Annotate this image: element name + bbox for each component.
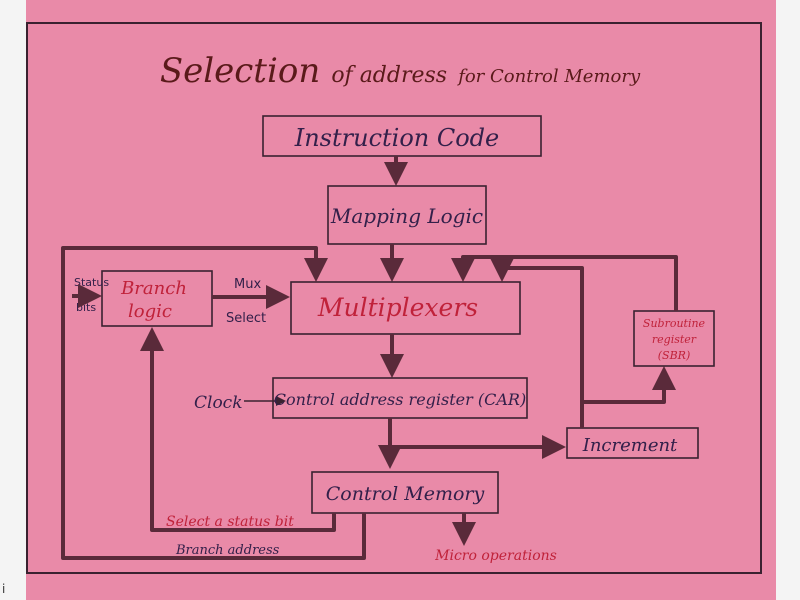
multiplexers-box — [290, 281, 521, 335]
car-label: Control address register (CAR) — [274, 390, 526, 409]
arrow-branch-address-to-multiplexers — [61, 246, 366, 560]
instruction-code-box — [262, 115, 542, 157]
select-label: Select — [226, 311, 266, 326]
sbr-label-line1: Subroutine — [643, 317, 706, 330]
micro-operations-label: Micro operations — [434, 548, 557, 564]
arrow-sbr-to-multiplexers — [451, 255, 678, 311]
clock-label: Clock — [194, 393, 243, 413]
select-status-bit-label: Select a status bit — [166, 514, 294, 530]
arrow-increment-to-multiplexers — [490, 258, 584, 428]
branch-logic-label-line2: logic — [128, 301, 172, 322]
mapping-logic-box — [327, 185, 487, 245]
increment-label: Increment — [582, 435, 678, 456]
control-memory-box — [311, 471, 499, 514]
branch-address-label: Branch address — [175, 543, 280, 558]
branch-logic-label-line1: Branch — [120, 278, 187, 299]
increment-box — [566, 427, 699, 459]
title-part-selection: Selection — [160, 51, 320, 91]
poster-border — [26, 22, 762, 574]
control-memory-label: Control Memory — [326, 483, 485, 505]
sbr-label-line2: register — [652, 333, 697, 346]
diagram-title: Selection of address for Control Memory — [160, 51, 641, 91]
title-part-control-memory: for Control Memory — [456, 66, 641, 87]
status-bits-label-line2: bits — [76, 301, 96, 314]
mapping-logic-label: Mapping Logic — [330, 204, 483, 228]
mux-label: Mux — [234, 277, 261, 292]
instruction-code-label: Instruction Code — [294, 124, 500, 152]
sbr-label-line3: (SBR) — [658, 349, 690, 362]
arrow-select-status-bit-to-branch-logic — [140, 327, 336, 532]
car-box — [272, 377, 528, 419]
corner-mark: i — [2, 582, 6, 596]
status-bits-label-line1: Status — [74, 276, 109, 289]
arrow-increment-to-sbr — [582, 366, 676, 404]
multiplexers-label: Multiplexers — [317, 293, 478, 322]
title-part-of-address: of address — [331, 63, 447, 88]
